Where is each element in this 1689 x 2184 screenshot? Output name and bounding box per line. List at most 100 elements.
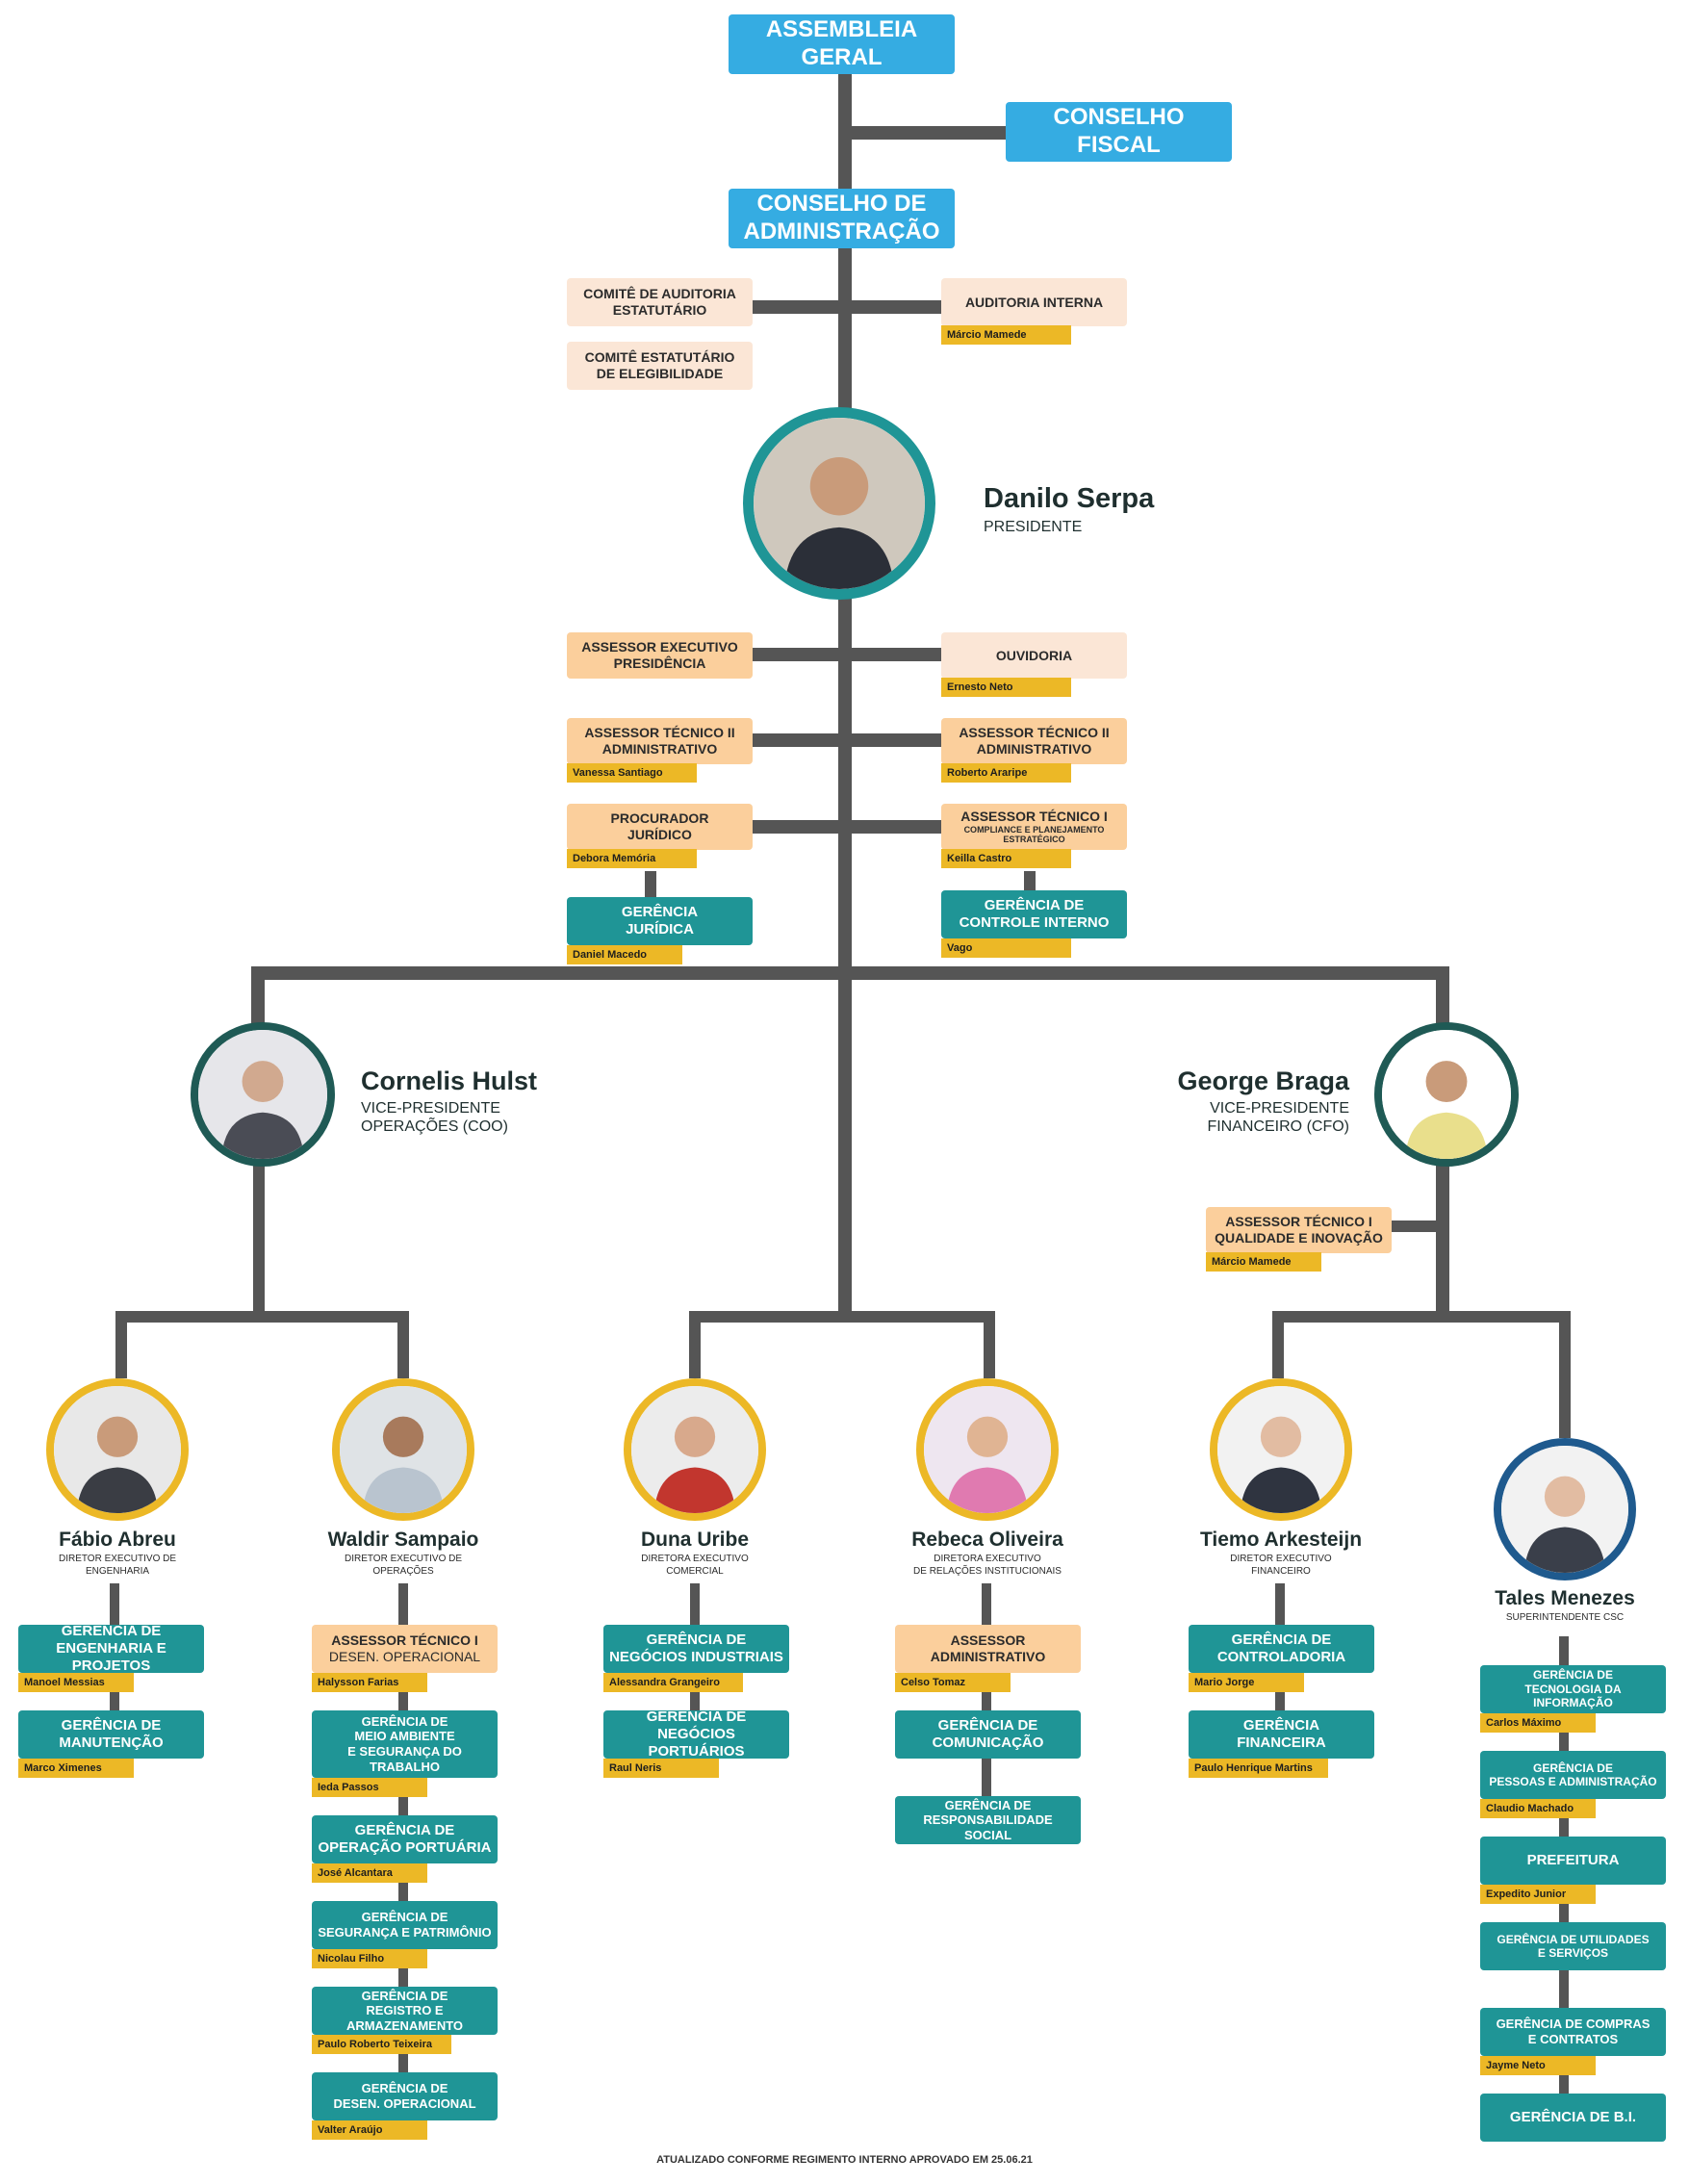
comite-elegibilidade-box: COMITÊ ESTATUTÁRIO DE ELEGIBILIDADE <box>567 342 753 390</box>
vp-operacoes-title: VICE-PRESIDENTE OPERAÇÕES (COO) <box>361 1100 508 1136</box>
connector-vp-left <box>251 966 265 1024</box>
director-fabio-title: DIRETOR EXECUTIVO DE ENGENHARIA <box>58 1554 177 1577</box>
connector-center-bar <box>689 1311 995 1323</box>
person-photo-icon <box>198 1030 327 1159</box>
gerencia-juridica-box: GERÊNCIA JURÍDICA <box>567 897 753 945</box>
gerencia-manutencao-box: GERÊNCIA DE MANUTENÇÃO <box>18 1710 204 1759</box>
connector-committees <box>751 300 943 314</box>
prefeitura-box: PREFEITURA <box>1480 1837 1666 1885</box>
director-duna-name: Duna Uribe <box>640 1529 749 1551</box>
footer-note: ATUALIZADO CONFORME REGIMENTO INTERNO AP… <box>656 2154 1033 2166</box>
gerencia-financeira-box: GERÊNCIA FINANCEIRA <box>1189 1710 1374 1759</box>
gerencia-seguranca-patrimonio-holder: Nicolau Filho <box>312 1949 427 1968</box>
connector-tiemo <box>1272 1311 1284 1378</box>
director-duna-photo <box>624 1378 766 1521</box>
superintendent-tales-title: SUPERINTENDENTE CSC <box>1505 1612 1625 1623</box>
assessor-executivo-box: ASSESSOR EXECUTIVO PRESIDÊNCIA <box>567 632 753 679</box>
vp-financeiro-title: VICE-PRESIDENTE FINANCEIRO (CFO) <box>1207 1100 1349 1136</box>
assessor-desen-operacional-label: ASSESSOR TÉCNICO I <box>331 1632 478 1649</box>
connector-juridica <box>645 871 656 900</box>
gerencia-juridica-holder: Daniel Macedo <box>567 945 682 964</box>
connector-coo-bar <box>115 1311 409 1323</box>
assessor-administrativo-right-holder: Roberto Araripe <box>941 763 1071 783</box>
assessor-desen-operacional-sublabel: DESEN. OPERACIONAL <box>328 1649 481 1664</box>
assessor-compliance-sublabel: COMPLIANCE E PLANEJAMENTO ESTRATÉGICO <box>963 824 1105 845</box>
gerencia-meio-ambiente-holder: Ieda Passos <box>312 1778 427 1797</box>
assessor-desen-operacional-box: ASSESSOR TÉCNICO I DESEN. OPERACIONAL <box>312 1625 498 1673</box>
director-rebeca-title: DIRETORA EXECUTIVO DE RELAÇÕES INSTITUCI… <box>913 1554 1062 1577</box>
gerencia-compras-contratos-holder: Jayme Neto <box>1480 2056 1596 2075</box>
director-fabio-name: Fábio Abreu <box>59 1529 176 1551</box>
president-photo <box>743 407 935 600</box>
conselho-fiscal-box: CONSELHO FISCAL <box>1006 102 1232 162</box>
procurador-juridico-box: PROCURADOR JURÍDICO <box>567 804 753 850</box>
superintendent-tales-photo <box>1494 1438 1636 1580</box>
assessor-desen-operacional-holder: Halysson Farias <box>312 1673 427 1692</box>
person-photo-icon <box>631 1386 758 1513</box>
person-photo-icon <box>54 1386 181 1513</box>
ouvidoria-box: OUVIDORIA <box>941 632 1127 679</box>
director-waldir-name: Waldir Sampaio <box>327 1529 479 1551</box>
connector-conselho-fiscal <box>838 126 1007 140</box>
gerencia-operacao-portuaria-box: GERÊNCIA DE OPERAÇÃO PORTUÁRIA <box>312 1815 498 1863</box>
president-title: PRESIDENTE <box>984 519 1083 535</box>
person-photo-icon <box>1217 1386 1344 1513</box>
assembleia-geral-box: ASSEMBLEIA GERAL <box>729 14 955 74</box>
connector-tales <box>1559 1311 1571 1438</box>
assessor-compliance-label: ASSESSOR TÉCNICO I <box>960 808 1108 824</box>
prefeitura-holder: Expedito Junior <box>1480 1885 1596 1904</box>
gerencia-negocios-portuarios-holder: Raul Neris <box>603 1759 719 1778</box>
gerencia-comunicacao-box: GERÊNCIA DE COMUNICAÇÃO <box>895 1710 1081 1759</box>
gerencia-negocios-portuarios-box: GERÊNCIA DE NEGÓCIOS PORTUÁRIOS <box>603 1709 789 1760</box>
gerencia-registro-armazenamento-box: GERÊNCIA DE REGISTRO E ARMAZENAMENTO <box>312 1987 498 2035</box>
gerencia-controladoria-holder: Mario Jorge <box>1189 1673 1304 1692</box>
gerencia-pessoas-administracao-holder: Claudio Machado <box>1480 1799 1596 1818</box>
assessor-compliance-box: ASSESSOR TÉCNICO I COMPLIANCE E PLANEJAM… <box>941 804 1127 850</box>
connector-presidency-3 <box>751 820 943 834</box>
gerencia-desen-operacional-box: GERÊNCIA DE DESEN. OPERACIONAL <box>312 2072 498 2120</box>
director-rebeca-photo <box>916 1378 1059 1521</box>
director-waldir-title: DIRETOR EXECUTIVO DE OPERAÇÕES <box>344 1554 463 1577</box>
connector-presidency-2 <box>751 733 943 747</box>
director-tiemo-name: Tiemo Arkesteijn <box>1199 1529 1363 1551</box>
gerencia-manutencao-holder: Marco Ximenes <box>18 1759 134 1778</box>
conselho-administracao-box: CONSELHO DE ADMINISTRAÇÃO <box>729 189 955 248</box>
auditoria-interna-box: AUDITORIA INTERNA <box>941 278 1127 326</box>
connector-cfo-down <box>1436 1155 1449 1319</box>
auditoria-interna-holder: Márcio Mamede <box>941 325 1071 345</box>
connector-fabio <box>115 1311 127 1378</box>
connector-rebeca <box>984 1311 995 1378</box>
gerencia-desen-operacional-holder: Valter Araújo <box>312 2120 427 2140</box>
assessor-administrativo-right-box: ASSESSOR TÉCNICO II ADMINISTRATIVO <box>941 718 1127 764</box>
director-tiemo-title: DIRETOR EXECUTIVO FINANCEIRO <box>1230 1554 1332 1577</box>
director-fabio-photo <box>46 1378 189 1521</box>
director-waldir-photo <box>332 1378 474 1521</box>
gerencia-negocios-industriais-box: GERÊNCIA DE NEGÓCIOS INDUSTRIAIS <box>603 1625 789 1673</box>
connector-cfo-assessor <box>1386 1220 1444 1232</box>
gerencia-bi-box: GERÊNCIA DE B.I. <box>1480 2094 1666 2142</box>
connector-center-down <box>838 972 852 1319</box>
gerencia-financeira-holder: Paulo Henrique Martins <box>1189 1759 1328 1778</box>
vp-financeiro-photo <box>1374 1022 1519 1167</box>
director-duna-title: DIRETORA EXECUTIVO COMERCIAL <box>641 1554 749 1577</box>
gerencia-operacao-portuaria-holder: José Alcantara <box>312 1863 427 1883</box>
gerencia-registro-armazenamento-holder: Paulo Roberto Teixeira <box>312 2035 451 2054</box>
person-photo-icon <box>1382 1030 1511 1159</box>
gerencia-engenharia-projetos-box: GERÊNCIA DE ENGENHARIA E PROJETOS <box>18 1623 204 1674</box>
superintendent-tales-name: Tales Menezes <box>1495 1587 1635 1609</box>
gerencia-tecnologia-informacao-box: GERÊNCIA DE TECNOLOGIA DA INFORMAÇÃO <box>1480 1665 1666 1713</box>
gerencia-negocios-industriais-holder: Alessandra Grangeiro <box>603 1673 743 1692</box>
gerencia-engenharia-projetos-holder: Manoel Messias <box>18 1673 134 1692</box>
assessor-qualidade-holder: Márcio Mamede <box>1206 1252 1321 1272</box>
person-photo-icon <box>1501 1446 1628 1573</box>
gerencia-controle-interno-holder: Vago <box>941 938 1071 958</box>
connector-duna <box>689 1311 701 1378</box>
assessor-compliance-holder: Keilla Castro <box>941 849 1071 868</box>
vp-financeiro-name: George Braga <box>1177 1066 1349 1095</box>
gerencia-responsabilidade-social-box: GERÊNCIA DE RESPONSABILIDADE SOCIAL <box>895 1796 1081 1844</box>
director-tiemo-photo <box>1210 1378 1352 1521</box>
gerencia-meio-ambiente-box: GERÊNCIA DE MEIO AMBIENTE E SEGURANÇA DO… <box>312 1710 498 1778</box>
president-name: Danilo Serpa <box>984 483 1155 514</box>
person-photo-icon <box>340 1386 467 1513</box>
